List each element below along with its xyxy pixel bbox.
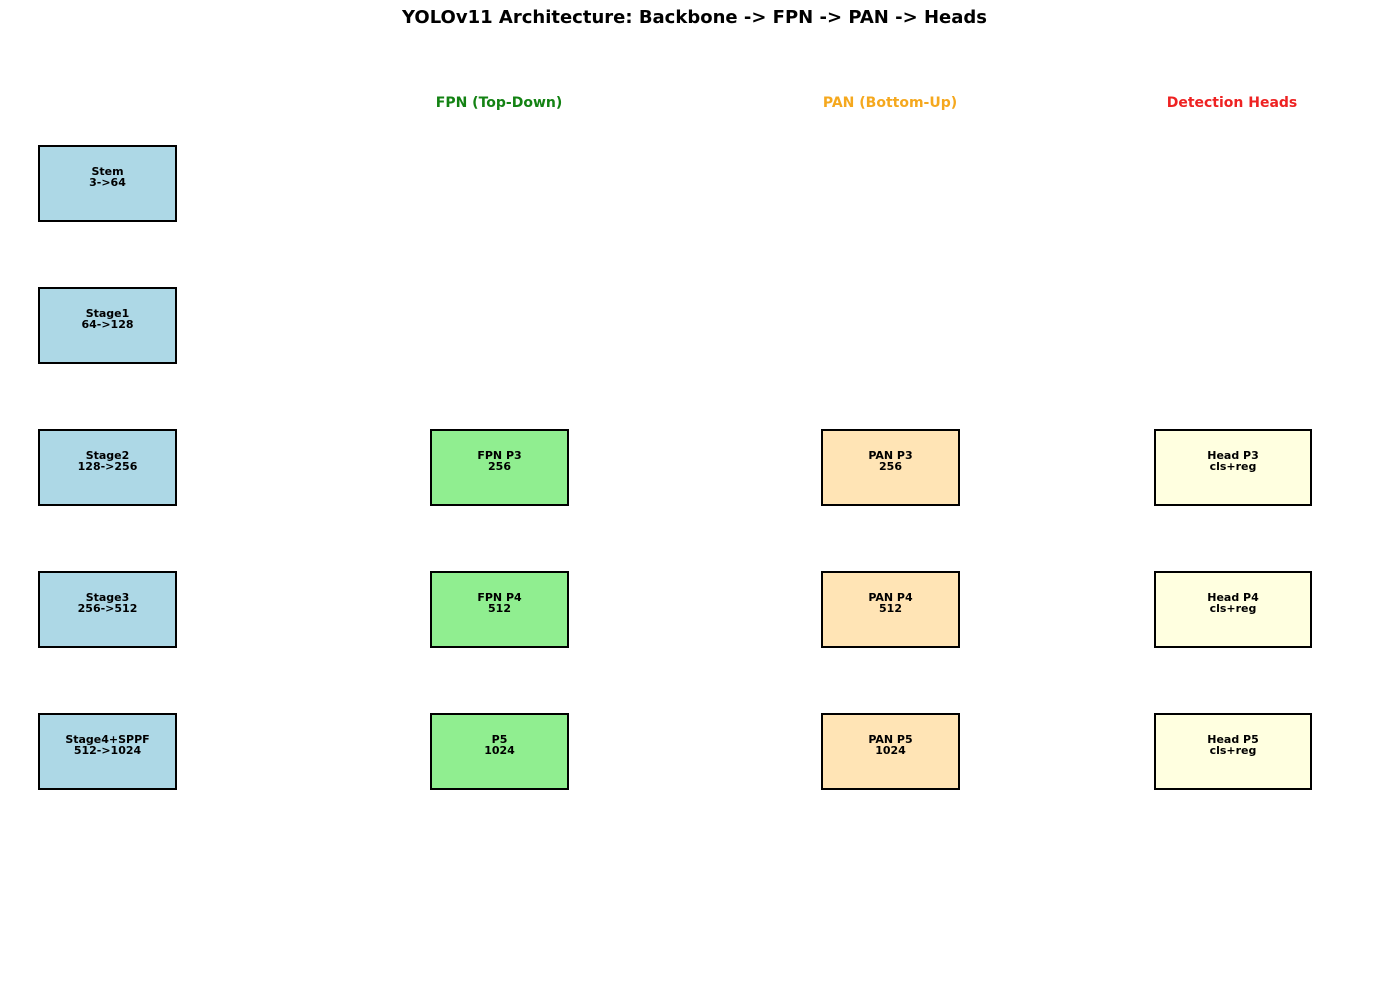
- diagram-title: YOLOv11 Architecture: Backbone -> FPN ->…: [402, 7, 987, 28]
- heads-column-header: Detection Heads: [1166, 95, 1298, 111]
- block-channels: 256->512: [77, 602, 138, 615]
- block-name: P5: [491, 733, 508, 746]
- block-name: Stage3: [85, 591, 130, 604]
- block-name: PAN P5: [868, 733, 913, 746]
- block-output: cls+reg: [1209, 460, 1257, 473]
- block-name: FPN P3: [477, 449, 522, 462]
- backbone-stem-block: Stem 3->64: [38, 145, 177, 222]
- block-name: Stem: [91, 165, 124, 178]
- backbone-stage3-block: Stage3 256->512: [38, 571, 177, 648]
- head-p3-block: Head P3 cls+reg: [1154, 429, 1312, 506]
- pan-p3-block: PAN P3 256: [821, 429, 960, 506]
- head-p4-block: Head P4 cls+reg: [1154, 571, 1312, 648]
- fpn-p5-block: P5 1024: [430, 713, 569, 790]
- block-name: PAN P3: [868, 449, 913, 462]
- block-channels: 256: [488, 460, 511, 473]
- head-p5-block: Head P5 cls+reg: [1154, 713, 1312, 790]
- block-name: Stage2: [85, 449, 130, 462]
- block-channels: 512: [488, 602, 511, 615]
- block-channels: 128->256: [77, 460, 138, 473]
- backbone-stage2-block: Stage2 128->256: [38, 429, 177, 506]
- block-name: Head P4: [1207, 591, 1259, 604]
- pan-column-header: PAN (Bottom-Up): [822, 95, 958, 111]
- block-channels: 3->64: [89, 176, 126, 189]
- backbone-stage4-sppf-block: Stage4+SPPF 512->1024: [38, 713, 177, 790]
- block-channels: 512->1024: [73, 744, 142, 757]
- fpn-p4-block: FPN P4 512: [430, 571, 569, 648]
- backbone-stage1-block: Stage1 64->128: [38, 287, 177, 364]
- pan-p5-block: PAN P5 1024: [821, 713, 960, 790]
- block-channels: 256: [879, 460, 902, 473]
- block-channels: 1024: [875, 744, 906, 757]
- block-output: cls+reg: [1209, 602, 1257, 615]
- block-channels: 64->128: [81, 318, 134, 331]
- block-name: Head P3: [1207, 449, 1259, 462]
- block-channels: 1024: [484, 744, 515, 757]
- block-name: Stage1: [85, 307, 130, 320]
- fpn-column-header: FPN (Top-Down): [435, 95, 563, 111]
- pan-p4-block: PAN P4 512: [821, 571, 960, 648]
- block-channels: 512: [879, 602, 902, 615]
- block-name: Stage4+SPPF: [65, 733, 150, 746]
- fpn-p3-block: FPN P3 256: [430, 429, 569, 506]
- block-name: PAN P4: [868, 591, 913, 604]
- block-name: FPN P4: [477, 591, 522, 604]
- block-output: cls+reg: [1209, 744, 1257, 757]
- block-name: Head P5: [1207, 733, 1259, 746]
